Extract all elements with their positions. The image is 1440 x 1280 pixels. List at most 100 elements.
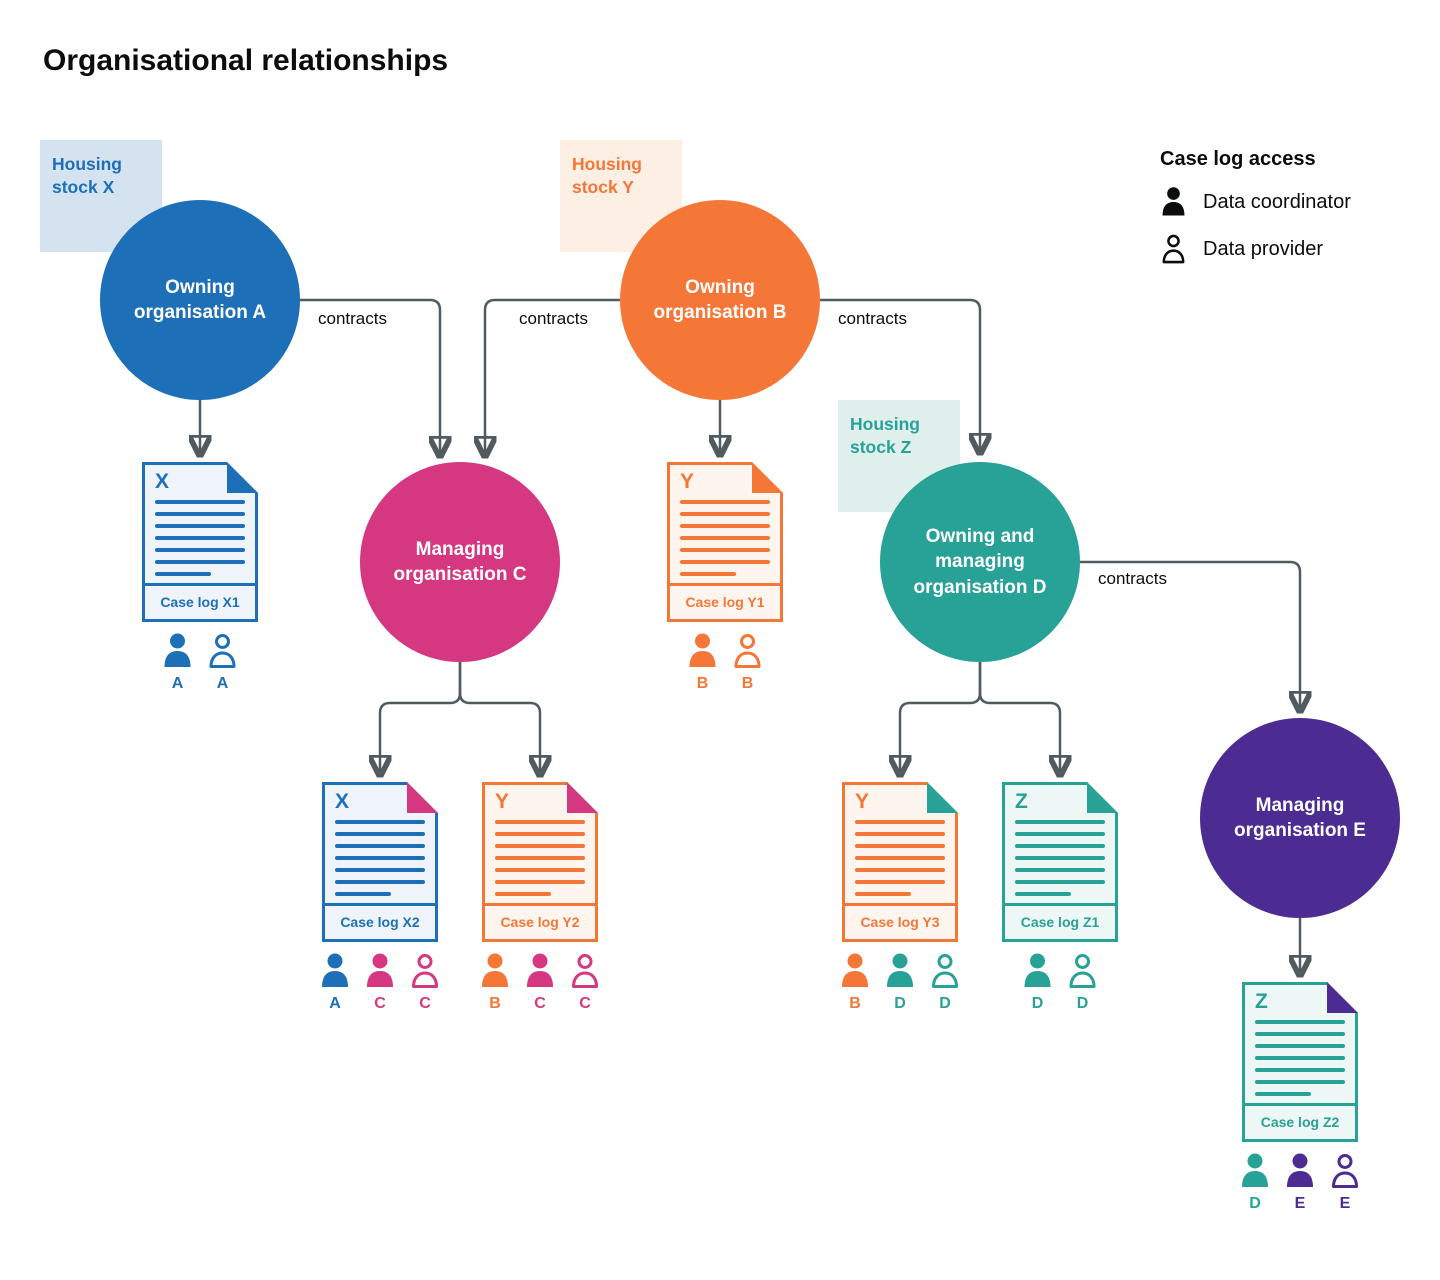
access-letter: D [894,995,906,1012]
data-coordinator-icon [1239,1152,1271,1190]
doc-stock-letter: X [335,790,350,813]
legend-item-coordinator: Data coordinator [1160,186,1351,218]
access-letter: C [374,995,386,1012]
folded-corner [752,462,783,493]
data-coordinator-icon [162,632,194,670]
case-log-y1-access: B B [686,632,765,693]
access-letter: C [419,995,431,1012]
doc-title: Case log Z2 [1245,1103,1355,1139]
doc-stock-letter: Z [1255,990,1268,1013]
data-provider-icon [1329,1152,1361,1190]
data-coordinator-icon [1160,186,1187,218]
access-item: B [686,632,720,693]
doc-title: Case log Y1 [670,583,780,619]
case-log-z1-doc: Z Case log Z1 [1002,782,1118,942]
access-item: E [1283,1152,1317,1213]
doc-title: Case log X1 [145,583,255,619]
access-item: C [363,952,397,1013]
doc-stock-letter: Z [1015,790,1028,813]
access-item: E [1328,1152,1362,1213]
folded-corner [927,782,958,813]
access-letter: C [534,995,546,1012]
access-item: C [568,952,602,1013]
data-provider-icon [569,952,601,990]
access-item: C [408,952,442,1013]
data-coordinator-icon [319,952,351,990]
doc-stock-letter: Y [855,790,870,813]
legend-label: Data coordinator [1203,190,1351,213]
contracts-label-b-c: contracts [519,309,588,328]
legend-item-provider: Data provider [1160,233,1351,265]
access-letter: B [849,995,861,1012]
access-letter: D [1249,1195,1261,1212]
data-coordinator-icon [884,952,916,990]
doc-text-lines [495,820,585,896]
org-a-circle: Owning organisation A [100,200,300,400]
access-letter: D [939,995,951,1012]
access-letter: B [741,675,754,692]
case-log-y2-doc: Y Case log Y2 [482,782,598,942]
case-log-y3-access: B D D [838,952,962,1013]
doc-text-lines [855,820,945,896]
access-letter: E [1294,1195,1306,1212]
doc-text-lines [1015,820,1105,896]
access-letter: D [1031,995,1044,1012]
doc-text-lines [1255,1020,1345,1096]
data-coordinator-icon [479,952,511,990]
folded-corner [1327,982,1358,1013]
org-d-circle: Owning and managing organisation D [880,462,1080,662]
access-item: D [928,952,962,1013]
access-letter: A [329,995,341,1012]
data-provider-icon [1160,233,1187,265]
arrow-c-to-caselog-y2 [458,662,540,774]
data-coordinator-icon [1284,1152,1316,1190]
page-title: Organisational relationships [43,44,449,77]
data-coordinator-icon [839,952,871,990]
contracts-label-d-e: contracts [1098,569,1167,588]
data-coordinator-icon [524,952,556,990]
access-letter: B [489,995,501,1012]
case-log-y2-access: B C C [478,952,602,1013]
case-log-y3-doc: Y Case log Y3 [842,782,958,942]
access-item: C [523,952,557,1013]
doc-title: Case log X2 [325,903,435,939]
access-item: B [731,632,765,693]
doc-text-lines [680,500,770,576]
doc-text-lines [335,820,425,896]
case-log-x1-access: A A [161,632,240,693]
doc-title: Case log Y2 [485,903,595,939]
access-item: B [478,952,512,1013]
data-provider-icon [409,952,441,990]
access-item: A [161,632,195,693]
legend-label: Data provider [1203,237,1324,260]
access-item: D [1238,1152,1272,1213]
doc-title: Case log Y3 [845,903,955,939]
data-provider-icon [929,952,961,990]
access-letter: E [1339,1195,1351,1212]
housing-stock-x-box: Housing stock X [40,140,162,252]
doc-stock-letter: Y [680,470,695,493]
org-e-circle: Managing organisation E [1200,718,1400,918]
access-item: A [206,632,240,693]
doc-title: Case log Z1 [1005,903,1115,939]
data-provider-icon [207,632,239,670]
data-coordinator-icon [687,632,719,670]
doc-stock-letter: Y [495,790,510,813]
access-letter: A [216,675,229,692]
data-provider-icon [1067,952,1099,990]
case-log-x2-access: A C C [318,952,442,1013]
contracts-label-a-c: contracts [318,309,387,328]
arrow-d-to-caselog-z1 [978,662,1060,774]
access-item: D [1066,952,1100,1013]
case-log-y1-doc: Y Case log Y1 [667,462,783,622]
access-letter: A [171,675,184,692]
legend-title: Case log access [1160,148,1316,170]
access-item: D [883,952,917,1013]
folded-corner [1087,782,1118,813]
org-b-circle: Owning organisation B [620,200,820,400]
access-item: B [838,952,872,1013]
case-log-z2-doc: Z Case log Z2 [1242,982,1358,1142]
access-letter: C [579,995,591,1012]
data-coordinator-icon [364,952,396,990]
